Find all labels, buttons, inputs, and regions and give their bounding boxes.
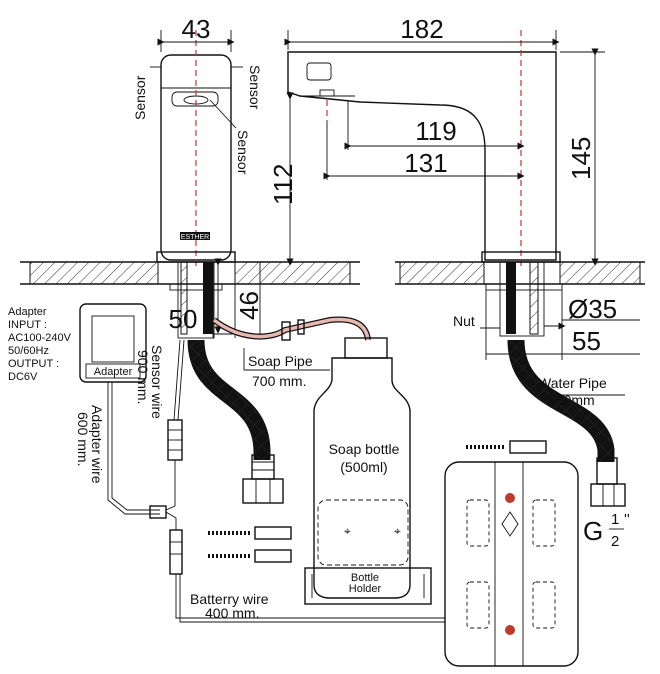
dim-182: 182 (284, 14, 560, 50)
dim-top-width: 43 (182, 14, 211, 44)
mounting-screws-left (208, 526, 292, 563)
bottle-holder-line1: Bottle (351, 572, 379, 584)
thread-numerator: 1 (611, 511, 619, 528)
brand-text: ESTHER (181, 234, 209, 241)
adapter-spec-output-value: DC6V (8, 371, 38, 383)
dim-reach-outer: 131 (404, 148, 447, 178)
front-hose-fitting (242, 454, 284, 504)
dim-reach-inner: 119 (415, 116, 456, 146)
adapter-spec: Adapter INPUT : AC100-240V 50/60Hz OUTPU… (8, 306, 72, 383)
adapter-spec-input-value: AC100-240V (8, 332, 72, 344)
nut-label: Nut (453, 313, 475, 329)
front-shank (169, 261, 223, 339)
side-view-faucet (287, 30, 561, 268)
water-pipe-label: Water Pipe (538, 375, 607, 391)
svg-text:⌖: ⌖ (394, 524, 401, 538)
dim-spout-length: 182 (400, 14, 443, 44)
soap-pipe-clip (281, 321, 291, 341)
adapter-spec-freq: 50/60Hz (8, 345, 49, 357)
dim-hole-depth-b: 46 (234, 291, 264, 320)
battery-wire-label: Batterry wire (190, 591, 269, 607)
svg-text:⌖: ⌖ (344, 524, 351, 538)
sensor-right-label: Sensor (247, 65, 263, 110)
sensor-labels: Sensor Sensor Sensor (132, 65, 263, 175)
side-water-hose (508, 339, 614, 462)
dim-112-145: 112 145 (268, 48, 605, 266)
soap-pipe-length: 700 mm. (252, 373, 306, 389)
dim-50-46: 50 46 (169, 258, 264, 338)
dim-height-total: 145 (566, 137, 596, 180)
countertop-left (20, 261, 360, 285)
dim-119-131: 119 131 (323, 100, 525, 180)
dim-hole-diameter: Ø35 (568, 294, 617, 324)
thread-g: G (583, 516, 603, 546)
front-view-faucet: ESTHER (156, 30, 236, 268)
thread-spec: G 1 2 '' (583, 511, 630, 550)
adapter-box-label: Adapter (94, 366, 133, 378)
soap-pipe (212, 317, 370, 341)
wires (107, 339, 445, 623)
adapter-spec-output: OUTPUT : (8, 358, 59, 370)
front-water-hose (188, 339, 270, 460)
thread-mark: '' (624, 511, 630, 528)
adapter-box: Adapter (79, 303, 147, 383)
bottle-holder-line2: Holder (349, 583, 382, 595)
adapter-spec-input: INPUT : (8, 319, 47, 331)
adapter-wire-label: Adapter wire (89, 405, 105, 484)
battery-box (444, 440, 579, 667)
dim-43: 43 (157, 14, 235, 52)
soap-bottle-label: Soap bottle (329, 441, 400, 457)
adapter-spec-title: Adapter (8, 306, 47, 318)
soap-bottle: ⌖ ⌖ Soap bottle (500ml) Bottle Holder (304, 337, 432, 605)
soap-bottle-volume: (500ml) (340, 459, 387, 475)
dim-height-spout: 112 (268, 164, 298, 205)
sensor-front-label: Sensor (235, 130, 251, 175)
water-pipe-length: 600mm (548, 392, 595, 408)
sensor-wire-length: 900 mm. (135, 350, 151, 404)
side-hose-fitting (590, 457, 626, 507)
brand-plate (180, 232, 210, 240)
adapter-wire-length: 600 mm. (75, 412, 91, 466)
battery-wire-length: 400 mm. (205, 605, 259, 621)
soap-pipe-label: Soap Pipe (248, 353, 313, 369)
dim-nut-span: 55 (572, 326, 601, 356)
countertop-right (395, 261, 645, 285)
dim-hole-depth-a: 50 (169, 304, 198, 334)
sensor-wire-label: Sensor wire (149, 345, 165, 419)
side-shank (485, 261, 563, 337)
thread-denominator: 2 (611, 533, 619, 550)
sensor-left-label: Sensor (132, 75, 148, 120)
dim-35-55: Ø35 55 Nut (453, 290, 640, 360)
